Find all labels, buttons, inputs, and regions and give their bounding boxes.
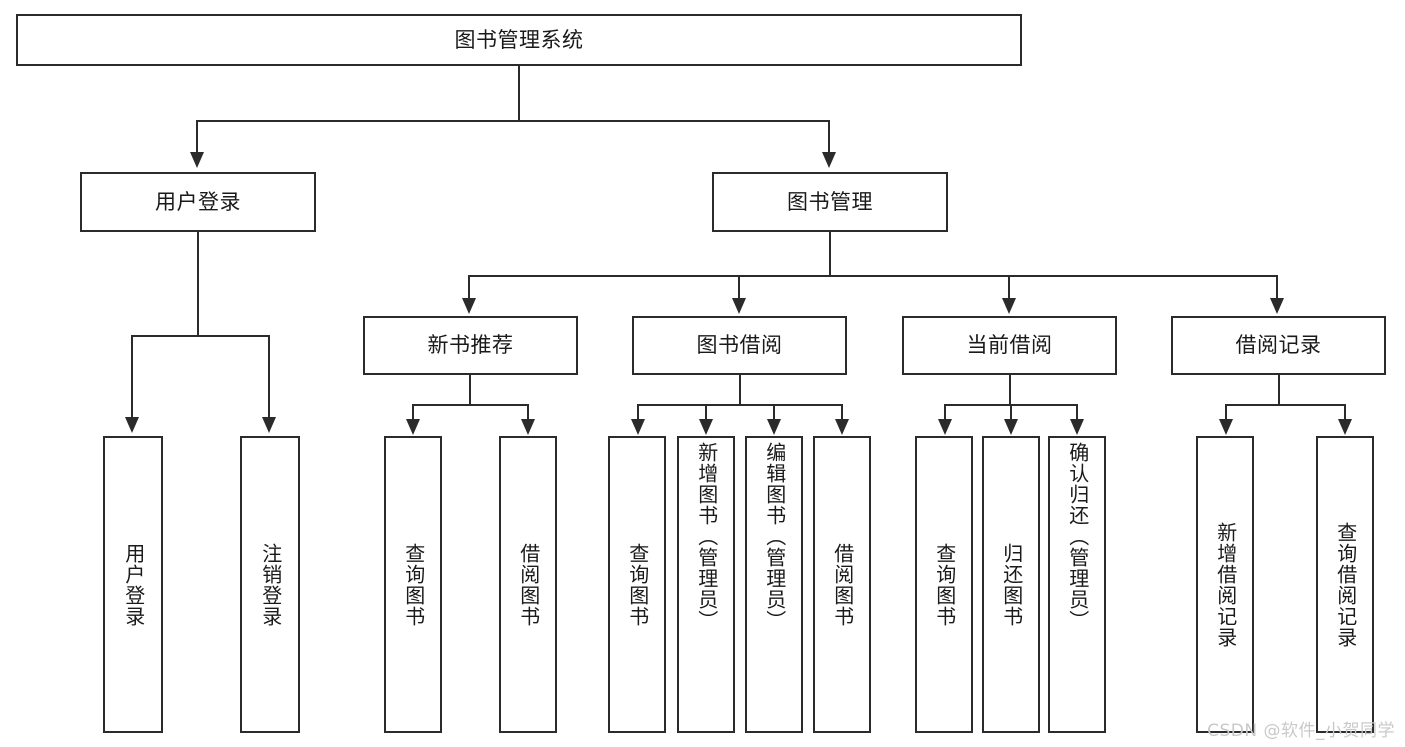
node-current-borrow[interactable]: 当前借阅 xyxy=(902,316,1117,375)
arrow-to-leaf-logout xyxy=(262,417,276,433)
connector-book-borrow-child-4 xyxy=(841,404,843,420)
node-label: 借阅记录 xyxy=(1235,333,1322,358)
connector-current-borrow-child-1 xyxy=(944,404,946,420)
leaf-label: 借阅图书 xyxy=(830,542,855,627)
leaf-query-book-new[interactable]: 查询图书 xyxy=(384,436,442,733)
leaf-label: 用户登录 xyxy=(121,542,146,627)
connector-root-to-book-mgmt xyxy=(828,120,830,153)
node-label: 图书管理系统 xyxy=(454,27,584,52)
node-borrow-record[interactable]: 借阅记录 xyxy=(1171,316,1386,375)
node-new-book-recommend[interactable]: 新书推荐 xyxy=(363,316,578,375)
leaf-label: 编辑图书（管理员） xyxy=(762,442,787,631)
leaf-label: 新增借阅记录 xyxy=(1213,521,1238,648)
connector-new-book-stem xyxy=(469,375,471,405)
arrow-to-leaf-add-record xyxy=(1219,419,1233,435)
arrow-to-book-mgmt xyxy=(822,152,836,168)
node-label: 新书推荐 xyxy=(427,333,514,358)
leaf-label: 确认归还（管理员） xyxy=(1065,442,1090,631)
arrow-to-current-borrow xyxy=(1002,298,1016,314)
arrow-to-leaf-borrow-book-1 xyxy=(521,419,535,435)
connector-new-book-child-1 xyxy=(412,404,414,420)
connector-book-borrow-bar xyxy=(637,404,842,406)
leaf-confirm-return-admin[interactable]: 确认归还（管理员） xyxy=(1048,436,1106,733)
arrow-to-leaf-user-login xyxy=(125,417,139,433)
arrow-to-user-login xyxy=(190,152,204,168)
connector-book-mgmt-child-3 xyxy=(1008,275,1010,299)
arrow-to-leaf-query-book-2 xyxy=(631,419,645,435)
leaf-label: 查询图书 xyxy=(401,542,426,627)
leaf-return-book[interactable]: 归还图书 xyxy=(982,436,1040,733)
leaf-label: 查询图书 xyxy=(625,542,650,627)
connector-user-login-bar xyxy=(131,335,269,337)
node-label: 当前借阅 xyxy=(966,333,1053,358)
connector-book-borrow-stem xyxy=(739,375,741,405)
connector-book-mgmt-child-2 xyxy=(738,275,740,299)
connector-book-mgmt-bar xyxy=(468,275,1278,277)
leaf-add-borrow-record[interactable]: 新增借阅记录 xyxy=(1196,436,1254,733)
leaf-query-book-borrow[interactable]: 查询图书 xyxy=(608,436,666,733)
leaf-edit-book-admin[interactable]: 编辑图书（管理员） xyxy=(745,436,803,733)
node-root-system[interactable]: 图书管理系统 xyxy=(16,14,1022,66)
connector-root-stem xyxy=(518,66,520,121)
arrow-to-leaf-edit-book xyxy=(767,419,781,435)
connector-current-borrow-child-2 xyxy=(1010,404,1012,420)
connector-book-mgmt-child-1 xyxy=(468,275,470,299)
leaf-user-login[interactable]: 用户登录 xyxy=(103,436,163,733)
connector-root-to-user-login xyxy=(196,120,198,153)
leaf-borrow-book-new[interactable]: 借阅图书 xyxy=(499,436,557,733)
leaf-label: 借阅图书 xyxy=(516,542,541,627)
leaf-query-book-current[interactable]: 查询图书 xyxy=(915,436,973,733)
arrow-to-leaf-borrow-book-2 xyxy=(835,419,849,435)
connector-new-book-child-2 xyxy=(527,404,529,420)
connector-borrow-record-child-1 xyxy=(1225,404,1227,420)
node-book-borrow[interactable]: 图书借阅 xyxy=(632,316,847,375)
arrow-to-leaf-query-record xyxy=(1338,419,1352,435)
connector-book-borrow-child-2 xyxy=(705,404,707,420)
connector-current-borrow-stem xyxy=(1009,375,1011,405)
leaf-borrow-book-borrow[interactable]: 借阅图书 xyxy=(813,436,871,733)
connector-borrow-record-child-2 xyxy=(1344,404,1346,420)
connector-book-borrow-child-3 xyxy=(773,404,775,420)
arrow-to-leaf-confirm-return xyxy=(1070,419,1084,435)
connector-user-login-stem xyxy=(197,232,199,336)
connector-borrow-record-stem xyxy=(1278,375,1280,405)
leaf-label: 查询图书 xyxy=(932,542,957,627)
node-label: 用户登录 xyxy=(155,189,241,214)
arrow-to-borrow-record xyxy=(1270,298,1284,314)
leaf-logout[interactable]: 注销登录 xyxy=(240,436,300,733)
arrow-to-leaf-query-book-1 xyxy=(406,419,420,435)
connector-root-bar xyxy=(196,120,830,122)
arrow-to-new-book xyxy=(462,298,476,314)
leaf-label: 查询借阅记录 xyxy=(1333,521,1358,648)
connector-user-login-child-2 xyxy=(268,335,270,418)
node-label: 图书管理 xyxy=(787,189,873,214)
connector-book-mgmt-stem xyxy=(829,232,831,276)
leaf-label: 归还图书 xyxy=(999,542,1024,627)
arrow-to-leaf-return-book xyxy=(1004,419,1018,435)
connector-user-login-child-1 xyxy=(131,335,133,418)
arrow-to-book-borrow xyxy=(732,298,746,314)
connector-book-borrow-child-1 xyxy=(637,404,639,420)
leaf-add-book-admin[interactable]: 新增图书（管理员） xyxy=(677,436,735,733)
node-user-login[interactable]: 用户登录 xyxy=(80,172,316,232)
leaf-label: 注销登录 xyxy=(258,542,283,627)
arrow-to-leaf-add-book xyxy=(699,419,713,435)
connector-current-borrow-child-3 xyxy=(1076,404,1078,420)
connector-new-book-bar xyxy=(412,404,528,406)
node-label: 图书借阅 xyxy=(696,333,783,358)
arrow-to-leaf-query-book-3 xyxy=(938,419,952,435)
leaf-label: 新增图书（管理员） xyxy=(694,442,719,631)
node-book-management[interactable]: 图书管理 xyxy=(712,172,948,232)
connector-book-mgmt-child-4 xyxy=(1276,275,1278,299)
leaf-query-borrow-record[interactable]: 查询借阅记录 xyxy=(1316,436,1374,733)
connector-borrow-record-bar xyxy=(1225,404,1345,406)
